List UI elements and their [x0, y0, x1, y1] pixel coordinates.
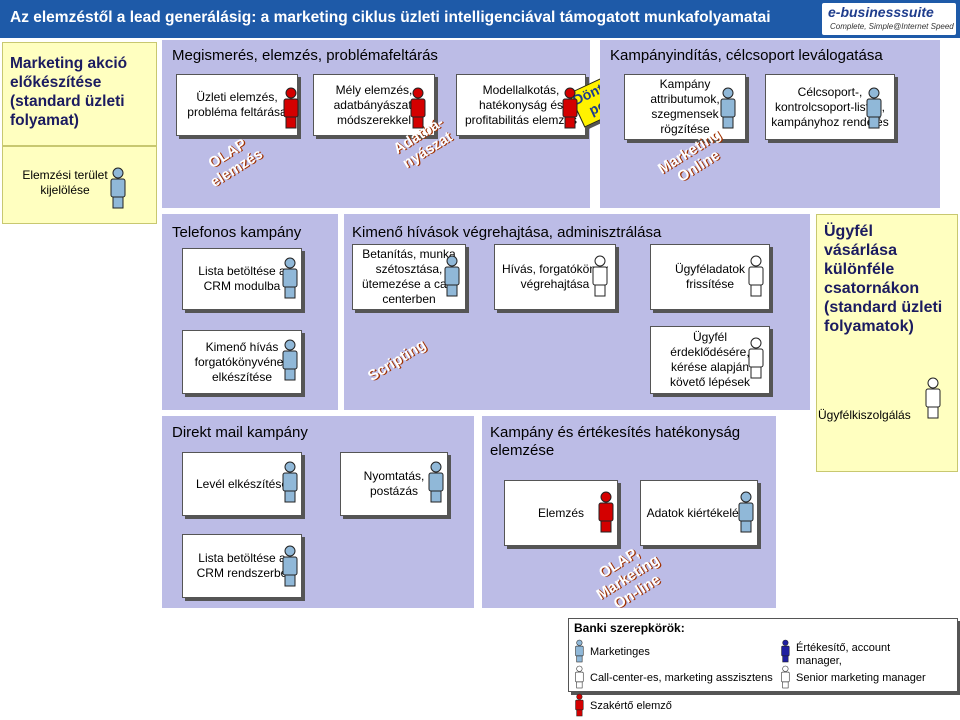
campaign-step-1-label: Kampány attributumok, szegmensek rögzíté…	[650, 77, 720, 136]
legend-analyst-icon	[575, 693, 584, 717]
outbound-step-1-label: Betanítás, munka szétosztása, ütemezése …	[361, 247, 457, 306]
analysis-area-box: Elemzési terület kijelölése	[4, 148, 126, 218]
legend-sales: Értékesítő, account manager,	[796, 642, 891, 667]
campaign-step-2-label: Célcsoport-, kontrolcsoport-listák, kamp…	[771, 84, 889, 129]
mail-step-2: Nyomtatás, postázás	[340, 452, 448, 516]
outbound-step-4: Ügyfél érdeklődésére, kérése alapján köv…	[650, 326, 770, 394]
legend-senior: Senior marketing manager	[796, 672, 926, 684]
analysis-step-1: Üzleti elemzés, probléma feltárása	[176, 74, 298, 136]
mail-step-1-label: Levél elkészítése	[195, 476, 289, 491]
title-bar	[0, 0, 960, 38]
outbound-title: Kimenő hívások végrehajtása, adminisztrá…	[352, 224, 662, 241]
legend-analyst: Szakértő elemző	[590, 700, 672, 712]
marketing-action-panel	[2, 42, 157, 146]
campaign-step-2: Célcsoport-, kontrolcsoport-listák, kamp…	[765, 74, 895, 140]
analysis-area-label: Elemzési terület kijelölése	[22, 168, 108, 197]
phone-title: Telefonos kampány	[172, 224, 302, 241]
mail-title: Direkt mail kampány	[172, 424, 308, 441]
legend	[568, 618, 958, 692]
analysis-step-3-label: Modellalkotás, hatékonyság és profitabil…	[464, 82, 578, 127]
customer-panel	[816, 214, 958, 472]
efficiency-step-2: Adatok kiértékelése	[640, 480, 758, 546]
phone-step-1: Lista betöltése a CRM modulba	[182, 248, 302, 310]
efficiency-step-1: Elemzés	[504, 480, 618, 546]
logo-text: e-businesssuite	[828, 4, 934, 20]
outbound-step-1: Betanítás, munka szétosztása, ütemezése …	[352, 244, 466, 310]
efficiency-step-1-label: Elemzés	[537, 505, 584, 520]
legend-title: Banki szerepkörök:	[574, 621, 685, 635]
outbound-step-3-label: Ügyféladatok frissítése	[674, 262, 746, 291]
outbound-step-4-label: Ügyfél érdeklődésére, kérése alapján köv…	[669, 330, 751, 389]
analysis-title: Megismerés, elemzés, problémafeltárás	[172, 47, 438, 64]
mail-step-1: Levél elkészítése	[182, 452, 302, 516]
legend-marketer: Marketinges	[590, 646, 650, 658]
outbound-step-2-label: Hívás, forgatókönyv végrehajtása	[501, 262, 609, 291]
logo-slogan: Complete, Simple@Internet Speed	[830, 22, 954, 31]
phone-step-2: Kimenő hívás forgatókönyvének elkészítés…	[182, 330, 302, 394]
customer-service-label: Ügyfélkiszolgálás	[818, 408, 911, 422]
phone-step-1-label: Lista betöltése a CRM modulba	[198, 264, 286, 293]
efficiency-step-2-label: Adatok kiértékelése	[646, 505, 752, 520]
marketing-action-title: Marketing akció előkészítése (standard ü…	[10, 55, 128, 129]
outbound-step-2: Hívás, forgatókönyv végrehajtása	[494, 244, 616, 310]
campaign-title: Kampányindítás, célcsoport leválogatása	[610, 47, 883, 64]
logo: e-businesssuite Complete, Simple@Interne…	[822, 3, 956, 35]
outbound-step-3: Ügyféladatok frissítése	[650, 244, 770, 310]
efficiency-title: Kampány és értékesítés hatékonyság elemz…	[490, 424, 741, 459]
customer-title: Ügyfél vásárlása különféle csatornákon (…	[824, 223, 943, 335]
legend-callcenter: Call-center-es, marketing asszisztens	[590, 672, 773, 684]
page-title: Az elemzéstől a lead generálásig: a mark…	[10, 9, 771, 26]
analysis-step-3: Modellalkotás, hatékonyság és profitabil…	[456, 74, 586, 136]
campaign-step-1: Kampány attributumok, szegmensek rögzíté…	[624, 74, 746, 140]
analysis-step-2-label: Mély elemzés, adatbányászati módszerekke…	[333, 82, 415, 127]
analysis-area-panel	[2, 146, 157, 224]
phone-step-2-label: Kimenő hívás forgatókönyvének elkészítés…	[194, 339, 290, 384]
mail-step-2-label: Nyomtatás, postázás	[363, 469, 425, 498]
mail-step-3: Lista betöltése a CRM rendszerbe	[182, 534, 302, 598]
analysis-step-1-label: Üzleti elemzés, probléma feltárása	[187, 90, 287, 119]
mail-step-3-label: Lista betöltése a CRM rendszerbe	[196, 551, 288, 580]
